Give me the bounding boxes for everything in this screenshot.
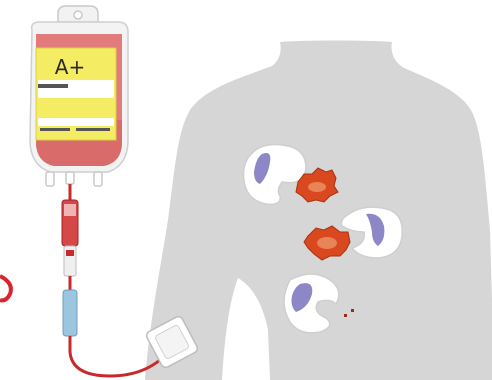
iv-line-icon <box>62 184 160 376</box>
alert-mark <box>0 276 11 300</box>
blood-bag-icon: A+ <box>30 6 128 186</box>
blood-type-label: A+ <box>55 55 85 79</box>
